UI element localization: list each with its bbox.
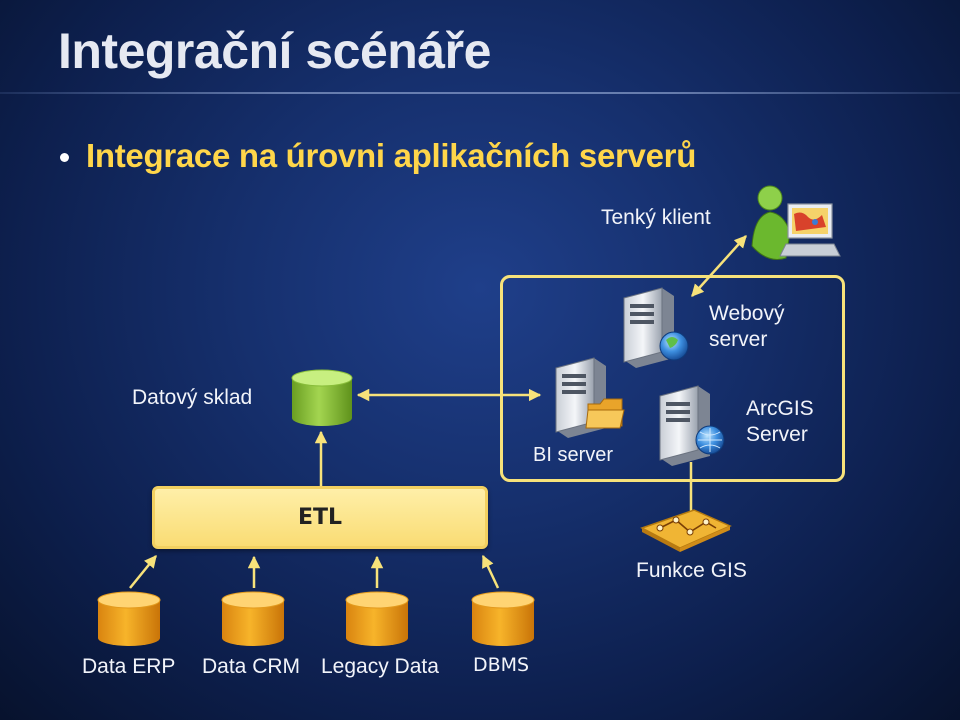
arcgis-server-icon (659, 385, 725, 466)
legacy-database-icon (345, 591, 409, 646)
dbms-database-icon (471, 591, 535, 646)
web-server-label: Webový server (709, 301, 784, 354)
data-warehouse-label: Datový sklad (132, 386, 253, 409)
source-label-crm: Data CRM (202, 655, 301, 678)
arrow-erp-etl (129, 555, 157, 589)
etl-box: ETL (152, 486, 488, 549)
source-label-dbms: DBMS (473, 654, 530, 676)
arrow-client-web (691, 235, 747, 297)
thin-client-label: Tenký klient (601, 206, 711, 229)
bi-server-label: BI server (533, 444, 614, 466)
gis-functions-label: Funkce GIS (636, 559, 747, 582)
web-server-icon (623, 287, 689, 368)
erp-database-icon (97, 591, 161, 646)
thin-client-user-icon (751, 185, 841, 260)
gis-functions-icon (640, 509, 732, 552)
source-label-erp: Data ERP (82, 655, 176, 678)
arcgis-server-label-line2: Server (746, 423, 808, 447)
etl-label: ETL (297, 505, 343, 530)
server-group-box (500, 275, 845, 482)
web-server-label-line2: server (709, 328, 768, 352)
slide-title: Integrační scénáře (58, 23, 491, 79)
arcgis-server-label-line1: ArcGIS (746, 397, 814, 420)
bullet-text: Integrace na úrovni aplikačních serverů (86, 137, 697, 174)
data-warehouse-cylinder-icon (291, 369, 353, 426)
arcgis-server-label: ArcGIS Server (746, 396, 814, 449)
source-label-legacy: Legacy Data (321, 655, 439, 678)
title-divider (0, 92, 960, 94)
crm-database-icon (221, 591, 285, 646)
bi-server-icon (555, 357, 625, 438)
bullet-marker (60, 153, 69, 162)
arrow-dbms-etl (481, 554, 500, 589)
web-server-label-line1: Webový (709, 302, 785, 325)
